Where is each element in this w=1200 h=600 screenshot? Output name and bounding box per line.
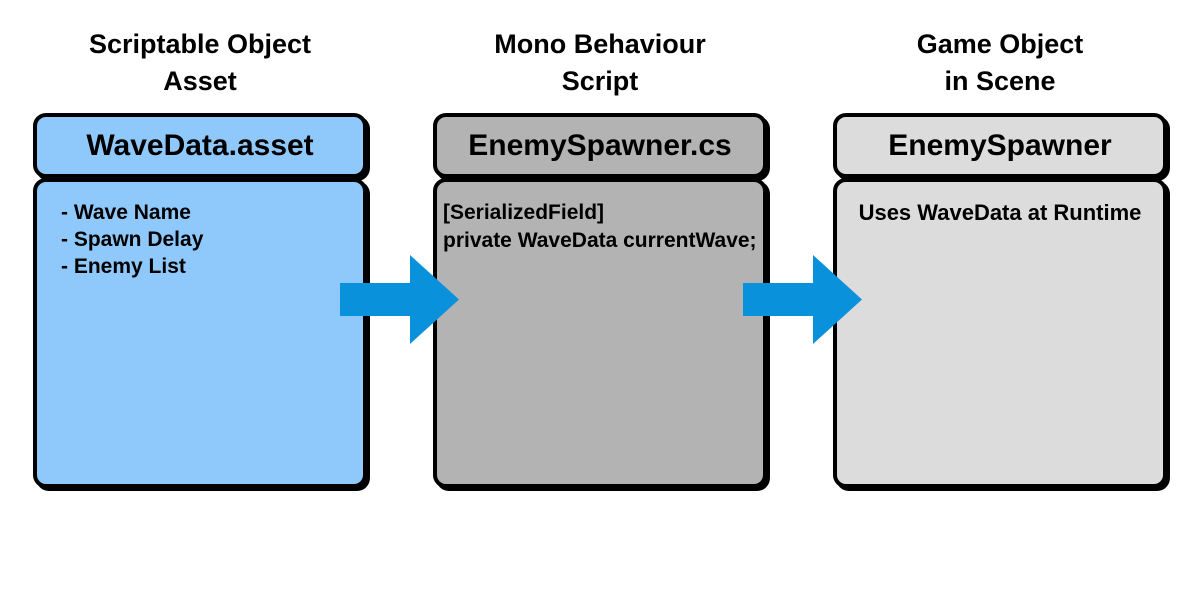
- card-title-label: EnemySpawner.cs: [468, 128, 732, 162]
- arrow-right-shape: [743, 255, 862, 344]
- heading-line-1: Game Object: [916, 29, 1084, 59]
- arrow-right-icon: [340, 255, 459, 344]
- card-body-wavedata-asset: - Wave Name - Spawn Delay - Enemy List: [33, 178, 367, 488]
- runtime-usage-note: Uses WaveData at Runtime: [858, 200, 1142, 225]
- card-title-enemyspawner: EnemySpawner: [833, 113, 1167, 178]
- wave-data-field-list: - Wave Name - Spawn Delay - Enemy List: [37, 182, 363, 280]
- list-item: - Spawn Delay: [61, 228, 204, 251]
- code-snippet: [SerializedField] private WaveData curre…: [437, 182, 763, 255]
- arrow-right-icon: [743, 255, 862, 344]
- card-title-wavedata-asset: WaveData.asset: [33, 113, 367, 178]
- heading-mono-behaviour-script: Mono Behaviour Script: [433, 26, 767, 100]
- list-item: - Enemy List: [61, 255, 186, 278]
- card-body-enemyspawner: Uses WaveData at Runtime: [833, 178, 1167, 488]
- heading-line-1: Mono Behaviour: [494, 29, 706, 59]
- heading-line-2: in Scene: [944, 66, 1056, 96]
- arrow-right-shape: [340, 255, 459, 344]
- card-title-enemyspawner-cs: EnemySpawner.cs: [433, 113, 767, 178]
- heading-scriptable-object-asset: Scriptable Object Asset: [33, 26, 367, 100]
- code-line: [SerializedField]: [443, 201, 605, 224]
- card-body-enemyspawner-cs: [SerializedField] private WaveData curre…: [433, 178, 767, 488]
- heading-line-2: Asset: [163, 66, 237, 96]
- code-line: private WaveData currentWave;: [443, 229, 757, 252]
- heading-line-2: Script: [561, 66, 639, 96]
- card-title-label: EnemySpawner: [888, 128, 1112, 162]
- list-item: - Wave Name: [61, 201, 191, 224]
- card-title-label: WaveData.asset: [86, 128, 314, 162]
- heading-game-object-in-scene: Game Object in Scene: [833, 26, 1167, 100]
- heading-line-1: Scriptable Object: [88, 29, 312, 59]
